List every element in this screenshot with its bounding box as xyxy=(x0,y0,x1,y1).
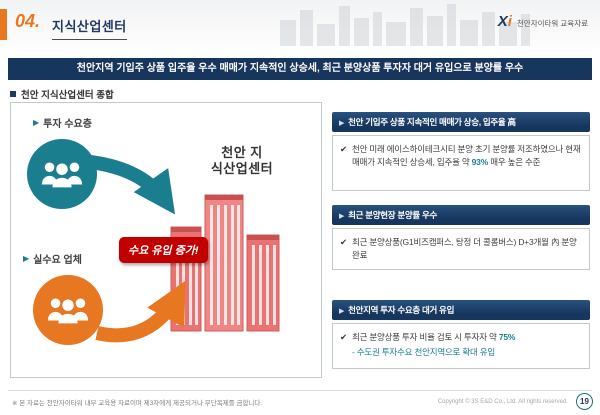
investor-label: ▶ 투자 수요층 xyxy=(33,115,92,130)
insight-body-3: ✔ 최근 분양상품 투자 비율 검토 시 투자자 약 75% - 수도권 투자수… xyxy=(332,323,590,369)
insight-body-2: ✔ 최근 분양상품(G1비즈캠퍼스, 탕정 더 콜롬버스) D+3개월 內 분양… xyxy=(332,228,590,270)
brand-area: Xi 천안자이타워 교육자료 xyxy=(498,13,588,30)
insight-header-2: ▶최근 분양현장 분양률 우수 xyxy=(332,205,590,225)
investor-circle xyxy=(27,139,97,209)
section-label: 천안 지식산업센터 종합 xyxy=(10,87,114,101)
demand-increase-badge: 수요 유입 증가! xyxy=(119,237,208,263)
highlight-value: 75% xyxy=(498,332,516,342)
enduser-people-icon xyxy=(47,298,89,324)
insight-header-1: ▶천안 기입주 상품 지속적인 매매가 상승, 입주율 高 xyxy=(332,112,590,132)
triangle-bullet-icon: ▶ xyxy=(339,120,345,127)
footer-copyright: Copyright © 3S E&D Co., Ltd. All rights … xyxy=(437,399,568,405)
bullet-square-icon xyxy=(10,91,16,97)
triangle-bullet-icon: ▶ xyxy=(339,213,345,220)
page-title: 지식산업센터 xyxy=(52,16,127,40)
insight-subline: - 수도권 투자수요 천안지역으로 확대 유입 xyxy=(352,346,495,357)
section-number: 04. xyxy=(15,11,41,31)
enduser-circle xyxy=(33,275,103,345)
triangle-bullet-icon: ▶ xyxy=(33,118,40,127)
enduser-label: ▶ 실수요 업체 xyxy=(23,251,82,266)
orange-arrow xyxy=(95,280,186,343)
check-icon: ✔ xyxy=(340,237,347,247)
investor-label-text: 투자 수요층 xyxy=(43,119,92,130)
center-title: 천안 지 식산업센터 xyxy=(210,145,274,177)
enduser-label-text: 실수요 업체 xyxy=(33,255,82,266)
insight-header-3: ▶천안지역 투자 수요층 대거 유입 xyxy=(332,300,590,320)
header-bar xyxy=(0,0,600,50)
headline-banner: 천안지역 기입주 상품 입주율 우수 매매가 지속적인 상승세, 최근 분양상품… xyxy=(8,58,592,80)
triangle-bullet-icon: ▶ xyxy=(23,254,30,263)
skyline-decoration xyxy=(280,4,530,46)
insight-panel: ▶천안 기입주 상품 지속적인 매매가 상승, 입주율 高 ✔ 천안 미래 에이… xyxy=(332,102,590,378)
insight-body-1: ✔ 천안 미래 에이스하이테크시티 분양 초기 분양률 저조하였으나 현재 매매… xyxy=(332,135,590,191)
section-label-text: 천안 지식산업센터 종합 xyxy=(21,90,114,101)
check-icon: ✔ xyxy=(340,332,347,342)
triangle-bullet-icon: ▶ xyxy=(339,308,345,315)
brand-label: 천안자이타워 교육자료 xyxy=(516,19,588,28)
footer-disclaimer: ※ 본 자료는 천안자이타워 내부 교육용 자료이며 제3자에게 제공되거나 무… xyxy=(12,400,263,407)
diagram-panel: ▶ 투자 수요층 ▶ 실수요 업체 xyxy=(10,102,322,378)
highlight-value: 93% xyxy=(471,156,489,167)
investor-people-icon xyxy=(41,162,83,188)
check-icon: ✔ xyxy=(340,144,347,154)
footer-divider xyxy=(8,390,592,391)
xi-logo: Xi xyxy=(497,13,512,30)
accent-bar xyxy=(0,9,7,40)
page-number-badge: 19 xyxy=(576,393,593,410)
